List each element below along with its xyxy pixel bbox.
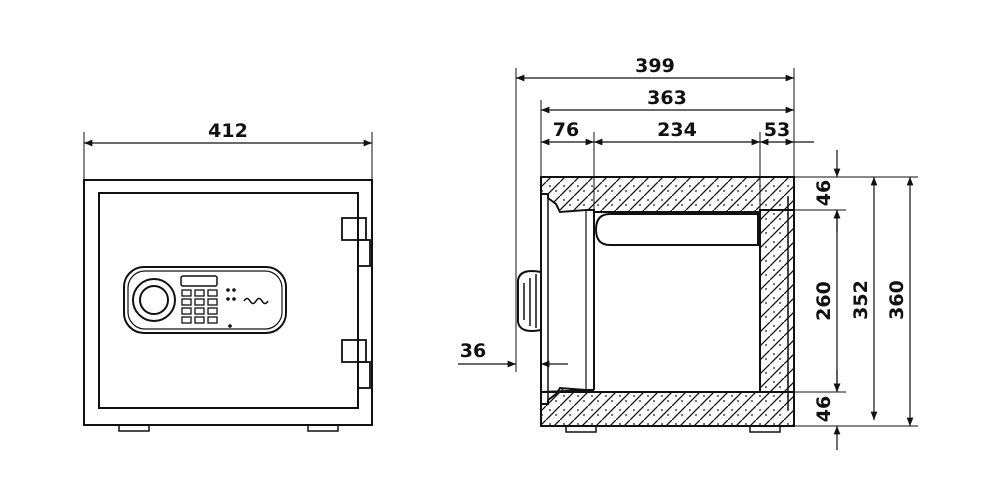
inner-shelf (594, 213, 759, 246)
hinge-top (341, 217, 371, 267)
body-height-dimension: 352 (850, 177, 878, 420)
outer-depth-dimension: 399 (516, 55, 794, 82)
front-foot-left (118, 424, 150, 432)
side-handle-icon (517, 270, 542, 332)
bottom-wall-dimension: 46 (813, 370, 841, 450)
handle-protrusion-label: 36 (460, 340, 486, 362)
top-wall-label: 46 (813, 180, 835, 206)
back-wall-label: 53 (764, 119, 790, 141)
handle-protrusion-dimension: 36 (458, 340, 568, 368)
hinge-bottom (341, 339, 371, 389)
front-foot-right (307, 424, 339, 432)
inner-height-label: 260 (813, 281, 835, 321)
front-view: 412 (83, 120, 373, 432)
side-foot-rear (749, 425, 781, 433)
body-depth-dimension: 363 (541, 87, 794, 114)
inner-height-dimension: 260 (813, 210, 841, 392)
electronic-lock-panel (123, 266, 287, 334)
front-width-dimension: 412 (83, 120, 373, 180)
safe-body-outline (83, 179, 373, 426)
top-wall-dimension: 46 (813, 150, 841, 232)
door-thickness-label: 76 (553, 119, 579, 141)
dial-knob-icon (132, 278, 176, 322)
body-height-label: 352 (850, 280, 872, 320)
indicator-lights-icon (226, 288, 236, 328)
lock-display (180, 275, 218, 287)
body-depth-label: 363 (647, 87, 687, 109)
brand-logo-icon (243, 297, 269, 305)
inner-depth-label: 234 (657, 119, 697, 141)
side-section-view: 399 363 76 234 53 (458, 55, 918, 450)
front-width-label: 412 (208, 120, 248, 142)
insulated-walls (540, 176, 795, 427)
side-foot-front (565, 425, 597, 433)
safe-door-outline (98, 192, 359, 409)
keypad-icon (181, 289, 218, 324)
outer-depth-label: 399 (635, 55, 675, 77)
bottom-wall-label: 46 (813, 396, 835, 422)
total-height-dimension: 360 (886, 177, 914, 426)
wall-depth-dimensions: 76 234 53 (541, 119, 814, 146)
total-height-label: 360 (886, 280, 908, 320)
